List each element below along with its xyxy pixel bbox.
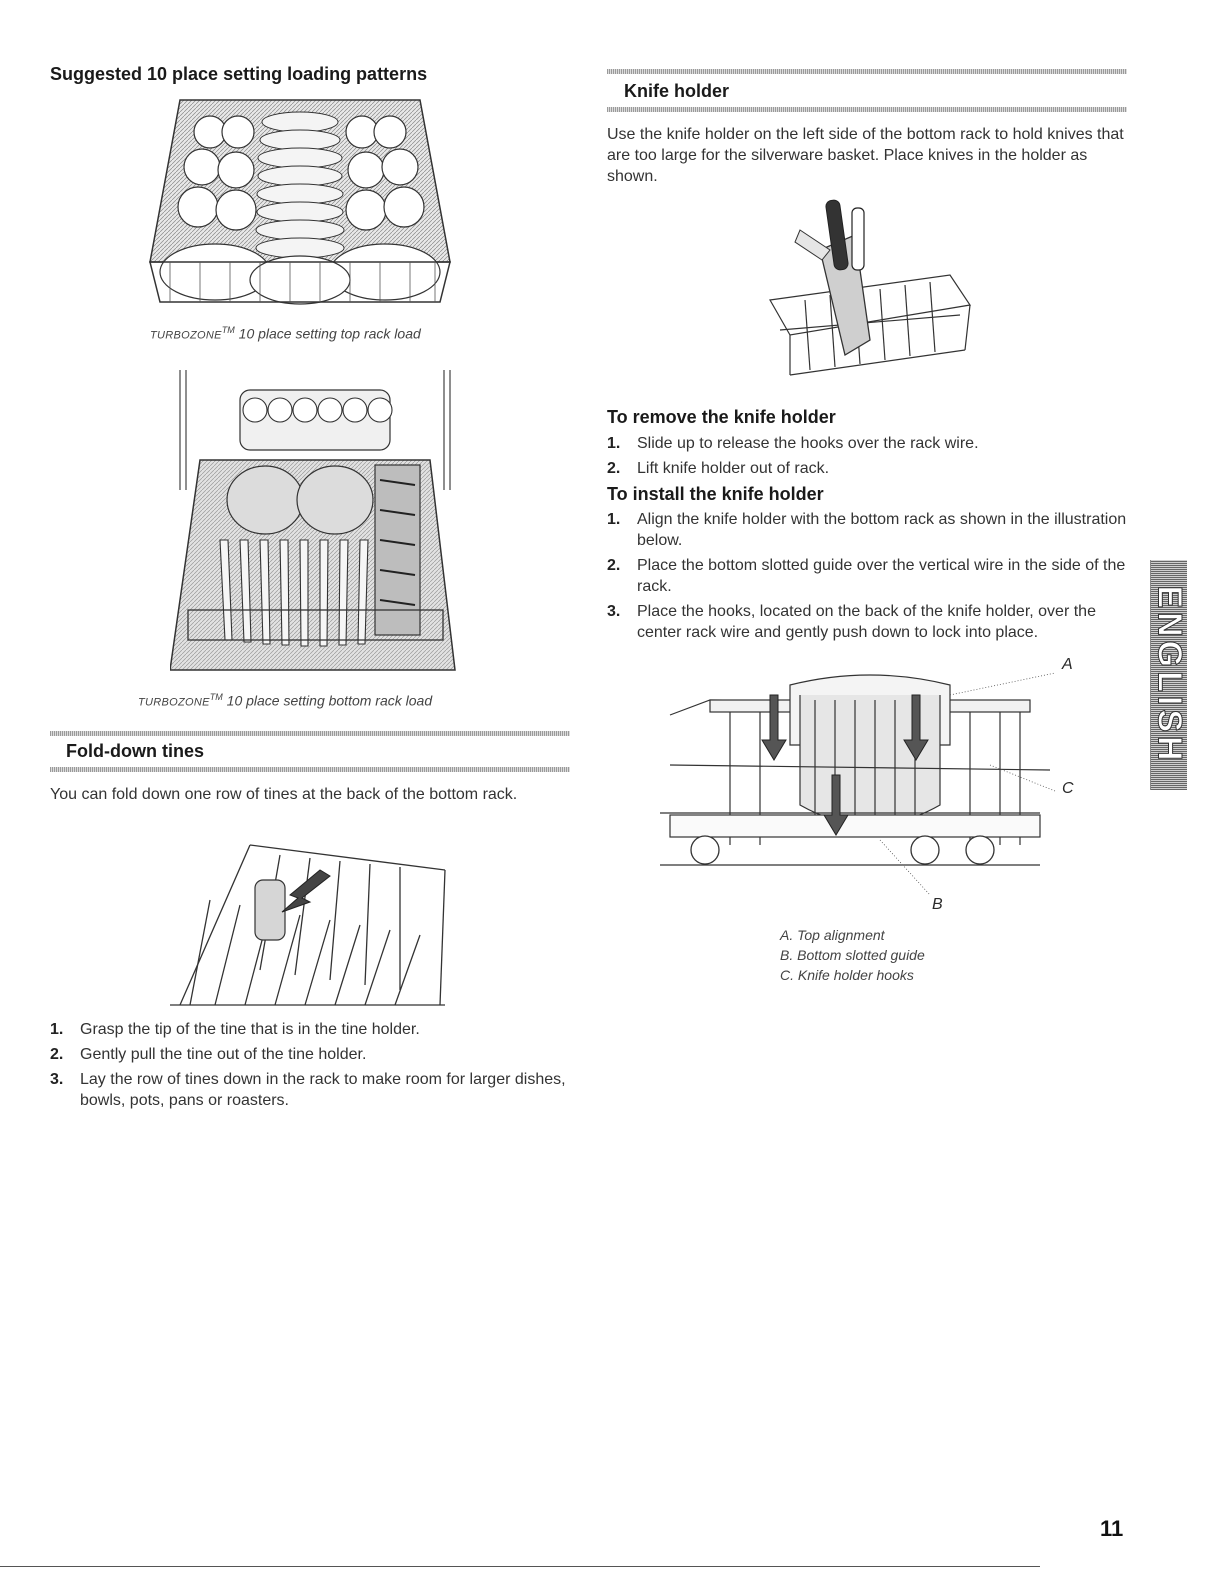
callout-b: B xyxy=(932,896,943,913)
knife-holder-heading: Knife holder xyxy=(624,81,730,101)
legend-item: B. Bottom slotted guide xyxy=(780,947,925,963)
language-tab-label: ENGLISH xyxy=(1150,585,1189,765)
page-number: 11 xyxy=(1100,1516,1124,1541)
list-item: 2.Place the bottom slotted guide over th… xyxy=(607,557,1126,595)
callout-c: C xyxy=(1062,780,1074,797)
top-rack-caption: TURBOZONETM 10 place setting top rack lo… xyxy=(150,325,421,342)
fold-down-steps: 1.Grasp the tip of the tine that is in t… xyxy=(50,1019,570,1115)
top-rack-illustration xyxy=(140,92,460,314)
knife-heading-bottom-rule xyxy=(607,107,1127,112)
install-knife-holder-heading: To install the knife holder xyxy=(607,484,824,504)
bottom-rack-illustration xyxy=(170,370,465,680)
fold-heading-top-rule xyxy=(50,731,570,736)
knife-holder-install-diagram xyxy=(650,655,1090,915)
knife-holder-illustration xyxy=(760,190,975,390)
knife-heading-top-rule xyxy=(607,69,1127,74)
fold-down-intro: You can fold down one row of tines at th… xyxy=(50,786,518,803)
knife-holder-intro: Use the knife holder on the left side of… xyxy=(607,126,1124,185)
footer-rule xyxy=(0,1566,1040,1567)
legend-item: A. Top alignment xyxy=(780,927,885,943)
bottom-rack-caption: TURBOZONETM 10 place setting bottom rack… xyxy=(138,692,433,709)
install-steps: 1.Align the knife holder with the bottom… xyxy=(607,509,1127,647)
language-side-tab: ENGLISH xyxy=(1150,560,1189,790)
callout-a: A xyxy=(1062,656,1073,673)
list-item: 3.Place the hooks, located on the back o… xyxy=(607,603,1096,641)
list-item: 2.Gently pull the tine out of the tine h… xyxy=(50,1046,367,1063)
fold-heading-bottom-rule xyxy=(50,767,570,772)
list-item: 1.Align the knife holder with the bottom… xyxy=(607,511,1127,549)
list-item: 1.Grasp the tip of the tine that is in t… xyxy=(50,1021,420,1038)
fold-down-tines-heading: Fold-down tines xyxy=(66,741,204,761)
legend-item: C. Knife holder hooks xyxy=(780,967,914,983)
diagram-legend: A. Top alignment B. Bottom slotted guide… xyxy=(780,925,925,985)
remove-steps: 1.Slide up to release the hooks over the… xyxy=(607,433,1127,483)
loading-patterns-heading: Suggested 10 place setting loading patte… xyxy=(50,64,428,84)
list-item: 2.Lift knife holder out of rack. xyxy=(607,460,830,477)
list-item: 1.Slide up to release the hooks over the… xyxy=(607,435,979,452)
fold-down-tines-illustration xyxy=(170,840,450,1012)
list-item: 3.Lay the row of tines down in the rack … xyxy=(50,1071,566,1109)
remove-knife-holder-heading: To remove the knife holder xyxy=(607,407,836,427)
